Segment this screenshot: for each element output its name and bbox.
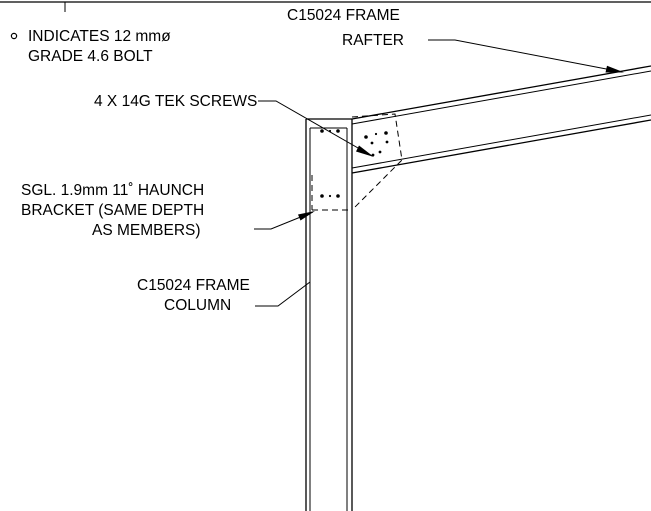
rafter-bolt: [384, 131, 388, 135]
tek-screw: [371, 153, 375, 157]
column-leader-line: [255, 281, 311, 307]
tek-screw: [370, 141, 374, 145]
frame-rafter: [351, 65, 651, 174]
screws-leader-line: [258, 100, 373, 157]
bracket-label-line-3: AS MEMBERS): [92, 222, 201, 239]
column-bolt: [328, 129, 332, 133]
column-bolt: [320, 194, 324, 198]
rafter-leader-line: [428, 39, 623, 73]
rafter-label-line-1: C15024 FRAME: [287, 7, 400, 24]
bracket-leader-line: [254, 211, 314, 230]
column-bolt: [328, 194, 332, 198]
column-bolt: [336, 129, 340, 133]
bracket-callout: SGL. 1.9mm 11˚ HAUNCH BRACKET (SAME DEPT…: [21, 182, 315, 239]
bolt-legend: INDICATES 12 mmø GRADE 4.6 BOLT: [10, 28, 171, 65]
column-callout: C15024 FRAME COLUMN: [137, 277, 311, 314]
frame-column: [305, 118, 353, 511]
title-border: [0, 1, 651, 12]
tek-screw: [385, 140, 389, 144]
haunch-bracket: [311, 113, 403, 211]
screws-label: 4 X 14G TEK SCREWS: [94, 93, 257, 110]
screws-leader-arrowhead: [356, 145, 374, 157]
rafter-bolt: [364, 135, 368, 139]
fasteners: [320, 129, 389, 198]
rafter-bolt: [374, 132, 378, 136]
tek-screw: [378, 150, 382, 154]
rafter-callout: C15024 FRAME RAFTER: [287, 7, 624, 73]
column-label-line-1: C15024 FRAME: [137, 277, 250, 294]
screws-callout: 4 X 14G TEK SCREWS: [94, 93, 374, 157]
legend-line-2: GRADE 4.6 BOLT: [28, 48, 153, 65]
rafter-label-line-2: RAFTER: [342, 32, 404, 49]
bracket-label-line-1: SGL. 1.9mm 11˚ HAUNCH: [21, 182, 204, 199]
column-label-line-2: COLUMN: [164, 297, 231, 314]
column-bolt: [320, 129, 324, 133]
rafter-leader-arrowhead: [605, 65, 624, 73]
legend-line-1: INDICATES 12 mmø: [28, 28, 171, 45]
bracket-label-line-2: BRACKET (SAME DEPTH: [21, 202, 204, 219]
column-bolt: [336, 194, 340, 198]
bolt-circle-icon: [10, 32, 18, 40]
